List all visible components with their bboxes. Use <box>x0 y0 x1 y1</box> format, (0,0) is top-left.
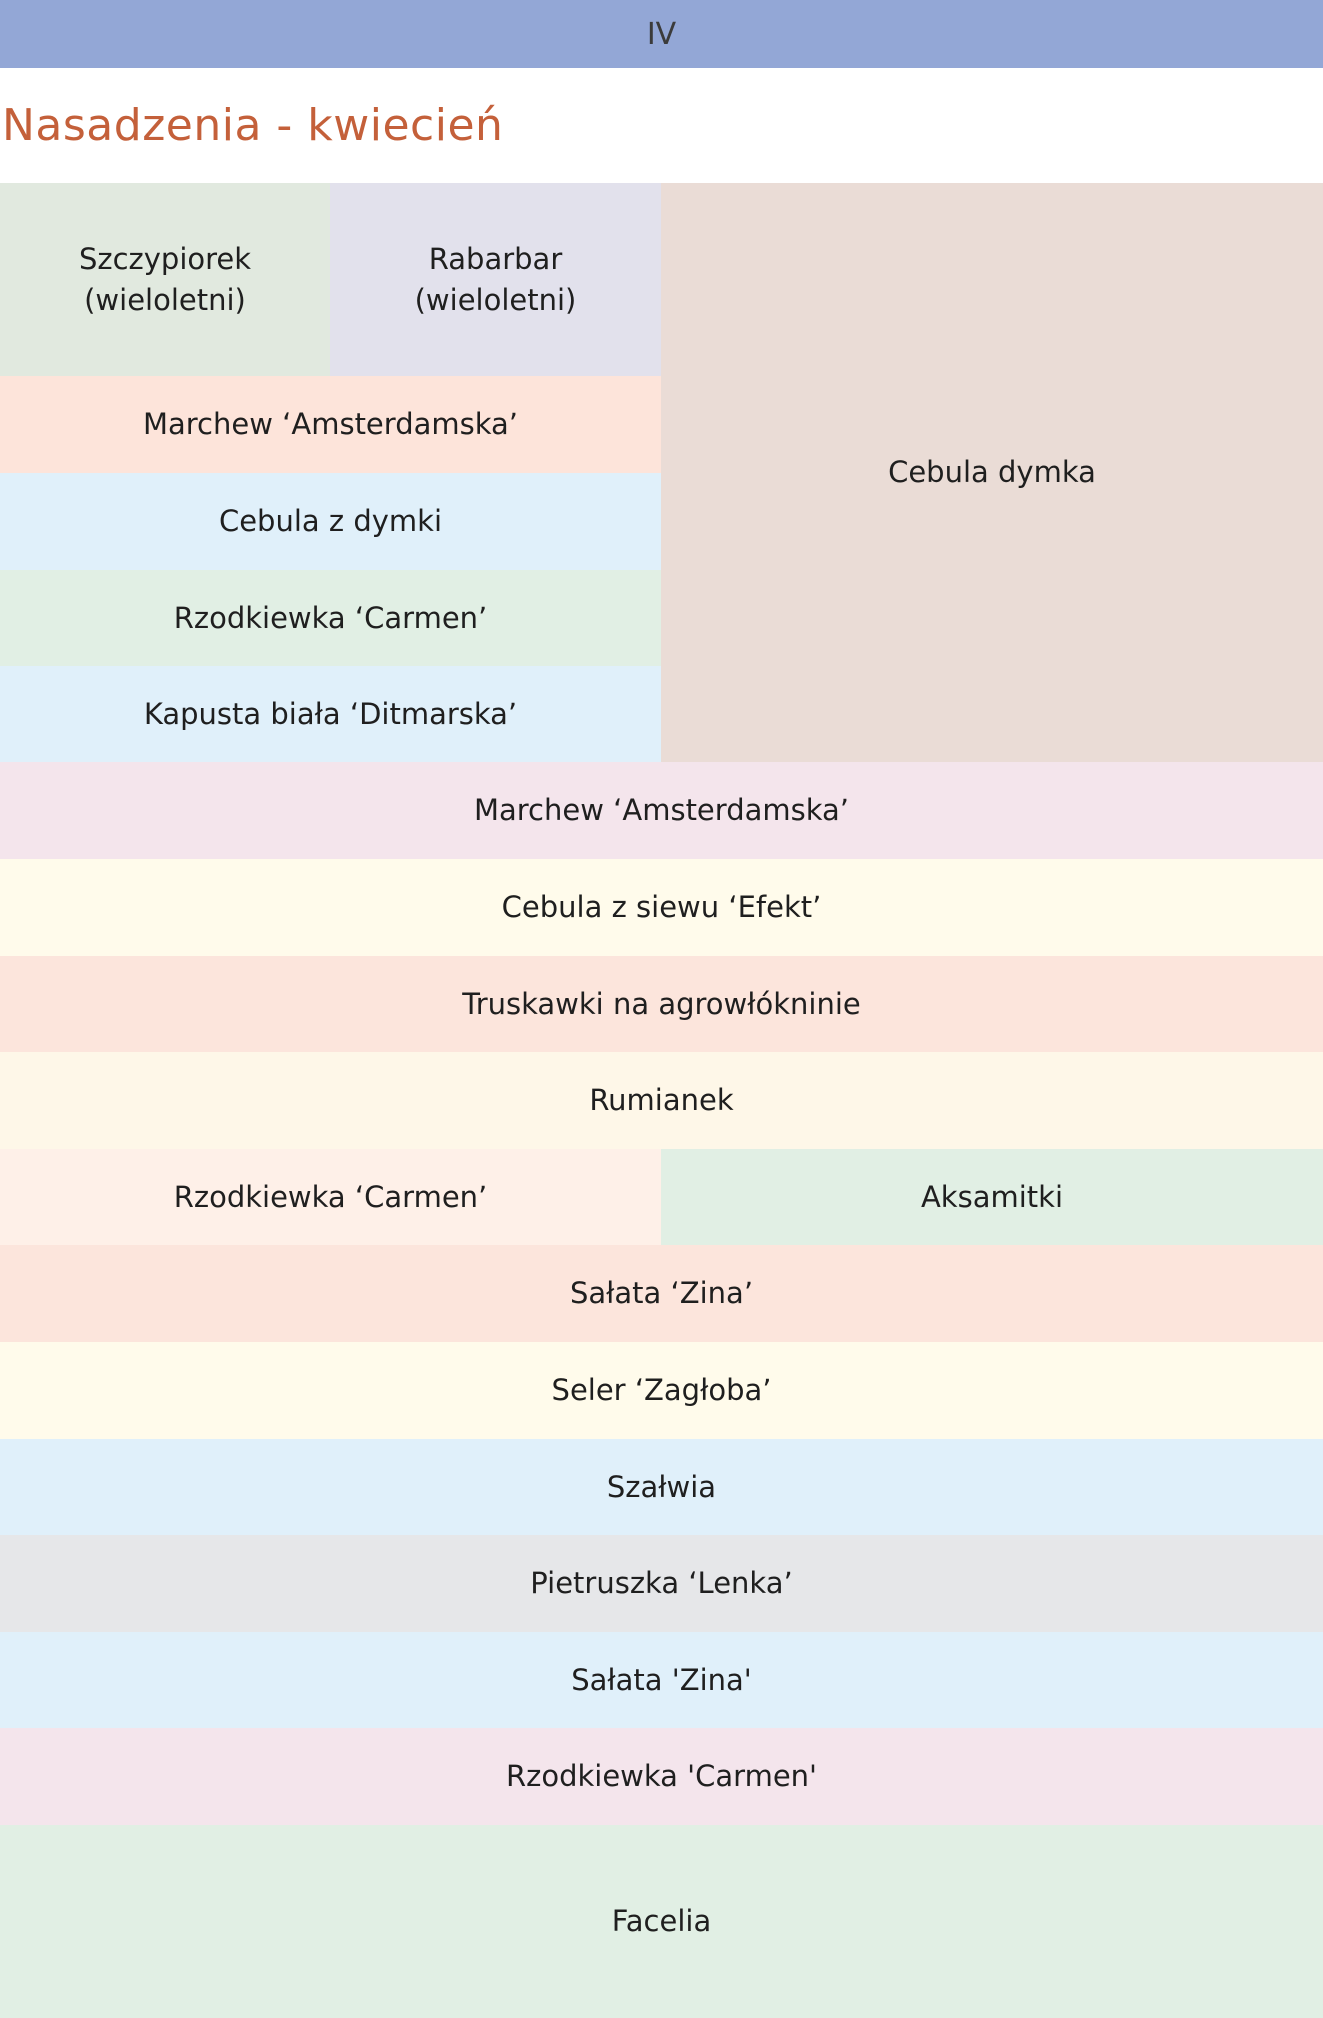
month-header-bar: IV <box>0 0 1323 68</box>
bed-rzodkiewka-2: Rzodkiewka ‘Carmen’ <box>0 1149 661 1245</box>
bed-label: Truskawki na agrowłókninie <box>462 986 861 1021</box>
bed-kapusta: Kapusta biała ‘Ditmarska’ <box>0 666 661 762</box>
bed-label: Marchew ‘Amsterdamska’ <box>473 793 850 828</box>
bed-label: Rzodkiewka ‘Carmen’ <box>173 600 488 635</box>
bed-label: Cebula z dymki <box>218 504 443 539</box>
bed-label: Szczypiorek (wieloletni) <box>78 242 252 317</box>
bed-rzodkiewka-1: Rzodkiewka ‘Carmen’ <box>0 570 661 666</box>
bed-rabarbar: Rabarbar (wieloletni) <box>330 183 661 376</box>
bed-cebula-dymka: Cebula dymka <box>661 183 1323 762</box>
bed-label: Rzodkiewka 'Carmen' <box>505 1759 818 1794</box>
bed-cebula-z-dymki: Cebula z dymki <box>0 473 661 570</box>
bed-label: Szałwia <box>606 1469 717 1504</box>
bed-cebula-z-siewu: Cebula z siewu ‘Efekt’ <box>0 859 1323 956</box>
page-title: Nasadzenia - kwiecień <box>2 100 504 151</box>
month-label: IV <box>646 16 677 52</box>
bed-salata-1: Sałata ‘Zina’ <box>0 1245 1323 1342</box>
bed-facelia: Facelia <box>0 1825 1323 2018</box>
bed-label: Rabarbar (wieloletni) <box>414 242 577 317</box>
bed-szczypiorek: Szczypiorek (wieloletni) <box>0 183 330 376</box>
bed-label: Rumianek <box>589 1083 734 1118</box>
bed-label: Cebula z siewu ‘Efekt’ <box>501 890 822 925</box>
bed-seler: Seler ‘Zagłoba’ <box>0 1342 1323 1439</box>
bed-label: Rzodkiewka ‘Carmen’ <box>173 1179 488 1214</box>
bed-pietruszka: Pietruszka ‘Lenka’ <box>0 1535 1323 1632</box>
bed-label: Sałata 'Zina' <box>571 1662 752 1697</box>
bed-label: Aksamitki <box>920 1179 1064 1214</box>
bed-szalwia: Szałwia <box>0 1439 1323 1535</box>
bed-marchew-1: Marchew ‘Amsterdamska’ <box>0 376 661 473</box>
bed-salata-2: Sałata 'Zina' <box>0 1632 1323 1728</box>
bed-label: Cebula dymka <box>888 455 1096 490</box>
bed-label: Seler ‘Zagłoba’ <box>551 1373 772 1408</box>
bed-marchew-2: Marchew ‘Amsterdamska’ <box>0 762 1323 859</box>
bed-label: Pietruszka ‘Lenka’ <box>530 1566 793 1601</box>
bed-rumianek: Rumianek <box>0 1052 1323 1149</box>
bed-truskawki: Truskawki na agrowłókninie <box>0 956 1323 1052</box>
bed-label: Kapusta biała ‘Ditmarska’ <box>143 696 518 731</box>
bed-label: Sałata ‘Zina’ <box>569 1276 754 1311</box>
bed-label: Facelia <box>611 1904 712 1939</box>
bed-aksamitki: Aksamitki <box>661 1149 1323 1245</box>
bed-label: Marchew ‘Amsterdamska’ <box>142 407 519 442</box>
bed-rzodkiewka-3: Rzodkiewka 'Carmen' <box>0 1728 1323 1825</box>
